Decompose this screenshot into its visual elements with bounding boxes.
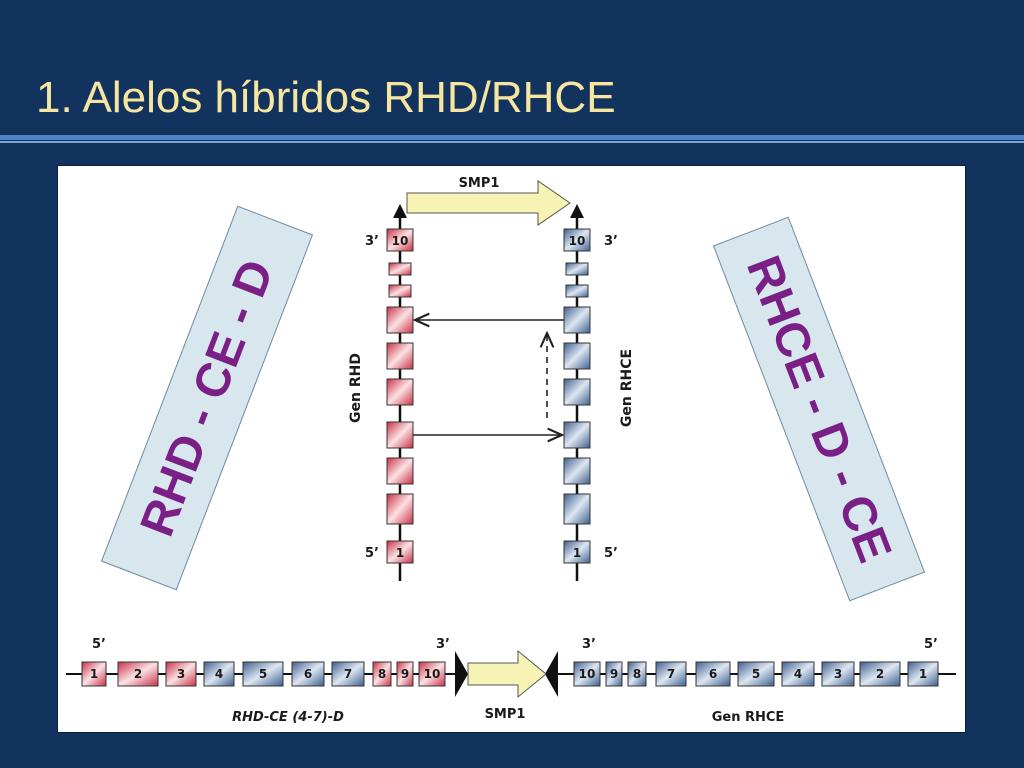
right-exon-box-1	[907, 661, 939, 687]
left-exon-box-5	[242, 661, 284, 687]
left-exon-label-2: 2	[134, 667, 142, 681]
left-exon-label-10: 10	[424, 667, 441, 681]
left-hybrid-label: RHD - CE - D	[100, 205, 314, 591]
left-exon-box-6	[291, 661, 325, 687]
rhce-exon-1-label: 1	[573, 546, 581, 560]
smp1-top-label: SMP1	[459, 176, 500, 191]
rhd-exon-10-label: 10	[392, 234, 409, 248]
bottom-left-caption: RHD-CE (4-7)-D	[232, 710, 344, 725]
rhd-exon-6	[386, 342, 414, 370]
right-exon-label-2: 2	[876, 667, 884, 681]
left-exon-box-3	[165, 661, 197, 687]
rhce-3prime-label: 3’	[604, 234, 618, 249]
left-exon-label-9: 9	[401, 667, 409, 681]
right-exon-label-9: 9	[610, 667, 618, 681]
right-exon-label-5: 5	[752, 667, 760, 681]
bottom-right-3prime: 3’	[582, 637, 596, 652]
right-exon-label-7: 7	[667, 667, 675, 681]
right-exon-box-7	[655, 661, 687, 687]
right-exon-label-8: 8	[633, 667, 641, 681]
left-exon-label-5: 5	[259, 667, 267, 681]
rhce-exon-1	[563, 540, 591, 564]
left-exon-label-4: 4	[215, 667, 223, 681]
bottom-left-3prime: 3’	[436, 637, 450, 652]
left-exon-box-2	[117, 661, 159, 687]
right-exon-label-1: 1	[919, 667, 927, 681]
rhce-exon-9	[565, 262, 589, 276]
rhce-exon-7	[563, 306, 591, 334]
left-exon-label-7: 7	[344, 667, 352, 681]
right-exon-label-4: 4	[794, 667, 802, 681]
bottom-left-exons: 1 2 3 4 5 6 7 8 9 10	[81, 661, 446, 687]
right-exon-box-9	[605, 661, 623, 687]
rh-gene-diagram: RHD - CE - D RHCE - D - CE SMP1 10	[66, 176, 956, 725]
right-exon-box-6	[695, 661, 731, 687]
left-exon-box-8	[372, 661, 392, 687]
title-divider-thin	[0, 141, 1024, 143]
right-exon-box-10	[573, 661, 601, 687]
right-exon-box-5	[737, 661, 775, 687]
left-exon-box-9	[396, 661, 414, 687]
rhce-exon-10-label: 10	[569, 234, 586, 248]
left-exon-box-7	[331, 661, 365, 687]
left-exon-label-3: 3	[177, 667, 185, 681]
rhd-exon-3	[386, 457, 414, 485]
rhd-exon-7	[386, 306, 414, 334]
right-hybrid-label: RHCE - D - CE	[712, 216, 926, 602]
rhce-exon-5	[563, 378, 591, 406]
right-exon-box-3	[821, 661, 855, 687]
gen-rhd-label: Gen RHD	[348, 353, 364, 423]
rhd-5prime-label: 5’	[365, 546, 379, 561]
rhce-exon-4	[563, 421, 591, 449]
right-exon-box-4	[781, 661, 815, 687]
title-divider	[0, 135, 1024, 140]
rhd-exon-8	[388, 284, 412, 298]
bottom-right-caption: Gen RHCE	[712, 710, 785, 725]
rhd-3prime-label: 3’	[365, 234, 379, 249]
left-exon-label-6: 6	[304, 667, 312, 681]
rhd-exon-9	[388, 262, 412, 276]
smp1-bottom-label: SMP1	[485, 707, 526, 722]
bottom-left-5prime: 5’	[92, 637, 106, 652]
rhce-exon-10	[563, 228, 591, 252]
rhce-vertical-gene: 10 1 3’ 5’ Gen RHCE	[563, 204, 635, 581]
rhd-exon-1	[386, 540, 414, 564]
right-exon-box-2	[859, 661, 901, 687]
rhd-exon-2	[386, 493, 414, 525]
bottom-right-exons: 10 9 8 7 6 5 4 3 2 1	[573, 661, 939, 687]
smp1-arrow-top: SMP1	[406, 176, 571, 226]
rhce-5prime-label: 5’	[604, 546, 618, 561]
rhd-exon-4	[386, 421, 414, 449]
left-exon-box-10	[418, 661, 446, 687]
right-exon-label-6: 6	[709, 667, 717, 681]
right-exon-label-3: 3	[834, 667, 842, 681]
right-exon-label-10: 10	[579, 667, 596, 681]
bottom-hybrid-row: 5’ 3’ 3’ 5’ 1 2 3 4 5 6 7 8 9 10 10 9 8 7 6 5 4 3 2 1 SMP1…	[66, 637, 956, 725]
left-exon-box-1	[81, 661, 107, 687]
rhce-exon-6	[563, 342, 591, 370]
left-exon-label-8: 8	[378, 667, 386, 681]
slide-title: 1. Alelos híbridos RHD/RHCE	[36, 73, 616, 122]
diagram-panel: RHD - CE - D RHCE - D - CE SMP1 10	[57, 165, 966, 733]
rhd-exon-5	[386, 378, 414, 406]
rhd-exon-10	[386, 228, 414, 252]
right-exon-box-8	[627, 661, 647, 687]
rhce-exon-3	[563, 457, 591, 485]
left-exon-box-4	[203, 661, 235, 687]
left-exon-label-1: 1	[90, 667, 98, 681]
bottom-right-5prime: 5’	[924, 637, 938, 652]
rhce-exon-8	[565, 284, 589, 298]
gen-rhce-label: Gen RHCE	[619, 349, 635, 427]
rhd-vertical-gene: 10 1 3’ 5’ Gen RHD	[348, 204, 414, 581]
rhce-exon-2	[563, 493, 591, 525]
rhd-exon-1-label: 1	[396, 546, 404, 560]
